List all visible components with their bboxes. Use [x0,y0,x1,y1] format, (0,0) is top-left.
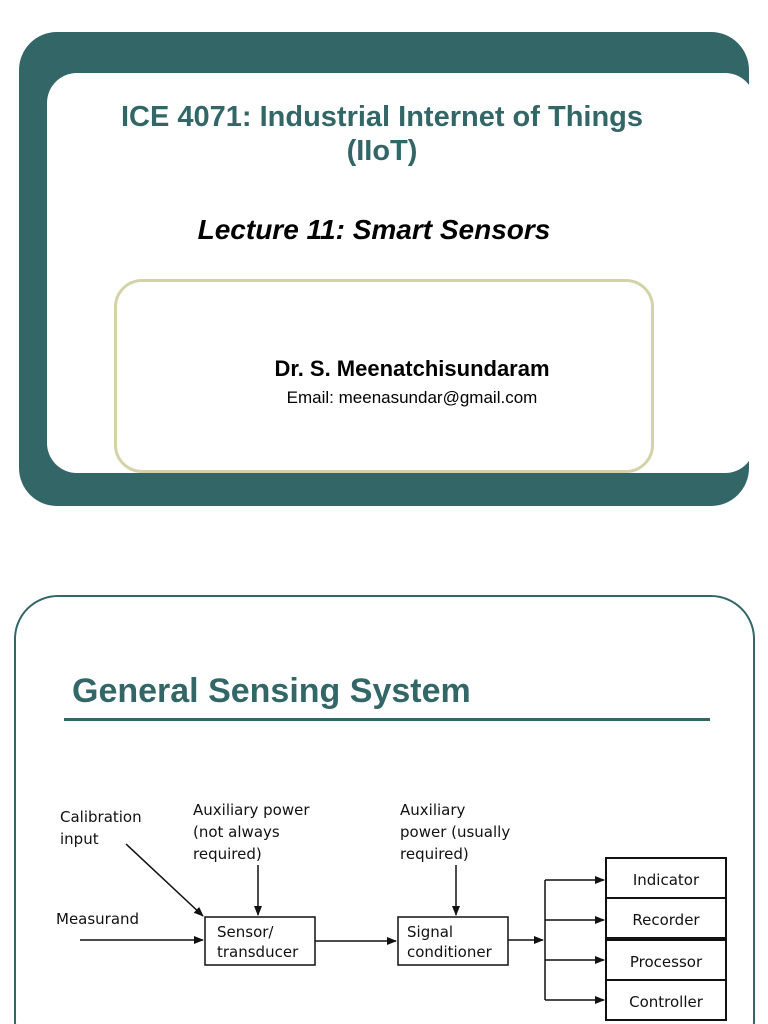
processor-label: Processor [630,953,703,971]
indicator-label: Indicator [633,871,700,889]
slide-title: General Sensing System [72,672,471,710]
course-title-line1: ICE 4071: Industrial Internet of Things [120,101,644,133]
calibration-input-label: Calibration input [60,808,146,848]
author-box: Dr. S. Meenatchisundaram Email: meenasun… [114,279,654,473]
signal-conditioner-block [397,916,509,966]
course-title-line2: (IIoT) [346,135,418,167]
processor-block [605,939,727,981]
author-name: Dr. S. Meenatchisundaram [274,356,550,381]
author-email: Email: meenasundar@gmail.com [286,388,538,407]
recorder-label: Recorder [632,911,700,929]
controller-block [605,979,727,1021]
calibration-arrow [125,843,204,917]
sensing-system-diagram: Calibration input Auxiliary power (not a… [56,801,727,1021]
recorder-block [605,897,727,939]
aux-power-conditioner-label: Auxiliary power (usually required) [400,801,515,863]
lecture-title: Lecture 11: Smart Sensors [197,214,551,245]
indicator-block [605,857,727,899]
signal-conditioner-label: Signal conditioner [407,923,493,961]
sensor-block-label: Sensor/ transducer [217,923,299,961]
measurand-label: Measurand [56,910,139,928]
course-title: ICE 4071: Industrial Internet of Things … [28,100,736,168]
controller-label: Controller [629,993,704,1011]
aux-power-sensor-label: Auxiliary power (not always required) [193,801,314,863]
title-underline [64,718,710,721]
